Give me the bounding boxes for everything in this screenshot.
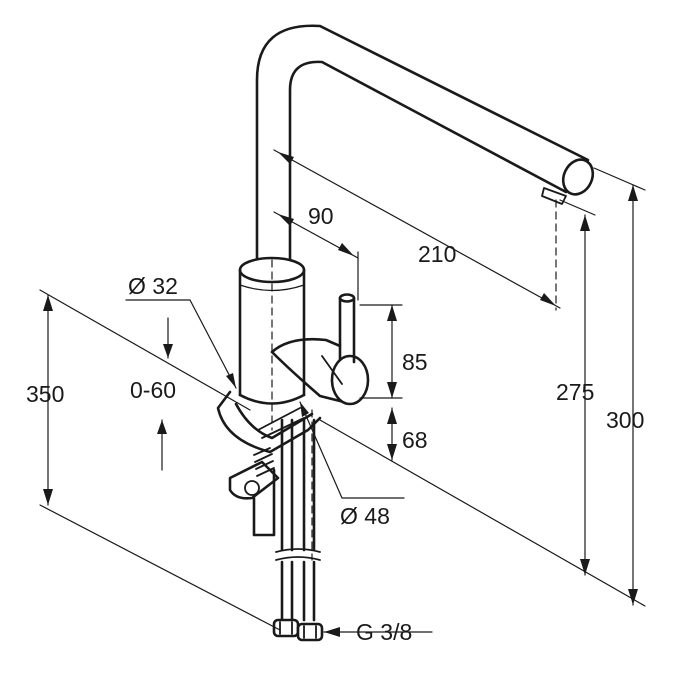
label-thread-size: G 3/8 [356,619,412,645]
dimension-85-68 [359,304,403,461]
faucet-body [238,256,306,405]
dimension-thread-leader [323,627,433,637]
mounting-plate [216,390,322,454]
dimension-deck-thickness [39,289,251,471]
label-reach-210: 210 [418,241,456,267]
center-lines [271,199,557,561]
supply-hoses [272,418,324,642]
clamp-assembly [228,447,280,537]
dimension-reach-lines [273,149,561,309]
label-height-350: 350 [26,381,64,407]
dimension-dia32-leader [125,299,237,389]
spout [255,24,595,270]
label-height-275: 275 [556,379,594,405]
dimension-dia48-leader [299,401,405,499]
lever-handle [270,293,370,406]
dimension-275-300 [319,167,646,607]
label-height-300: 300 [606,407,644,433]
label-deck-thickness: 0-60 [130,377,176,403]
label-dia-48: Ø 48 [340,503,390,529]
label-height-85: 85 [402,349,428,375]
label-reach-90: 90 [308,203,334,229]
label-dia-32: Ø 32 [128,273,178,299]
dimension-350 [39,294,281,631]
label-height-68: 68 [402,427,428,453]
